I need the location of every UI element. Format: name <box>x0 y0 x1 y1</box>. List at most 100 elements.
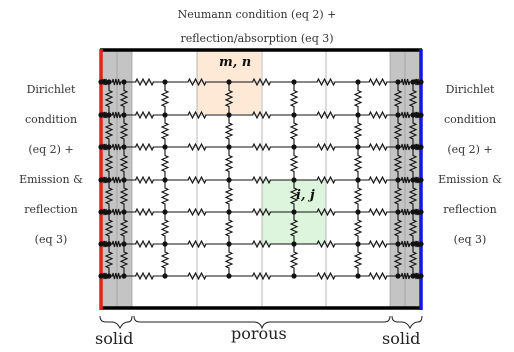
top-label-line1: Neumann condition (eq 2) + <box>177 8 337 21</box>
node <box>291 273 297 279</box>
spring-horizontal <box>165 142 229 152</box>
node <box>410 112 416 118</box>
node <box>355 79 361 85</box>
spring-horizontal <box>358 142 398 152</box>
node <box>162 273 168 279</box>
node <box>291 209 297 215</box>
spring-horizontal <box>294 77 358 87</box>
node <box>418 79 424 85</box>
spring-vertical <box>104 180 114 212</box>
node <box>410 79 416 85</box>
spring-vertical <box>104 244 114 276</box>
left-label-line: Dirichlet <box>26 83 76 96</box>
node <box>121 177 127 183</box>
spring-horizontal <box>124 239 165 249</box>
solid-label-left: solid <box>95 329 134 348</box>
node <box>410 177 416 183</box>
node <box>106 273 112 279</box>
spring-horizontal <box>165 77 229 87</box>
spring-horizontal <box>398 111 413 119</box>
spring-vertical <box>353 82 363 115</box>
node <box>121 112 127 118</box>
spring-vertical <box>104 82 114 115</box>
left-label-line: Emission & <box>19 173 83 186</box>
spring-vertical <box>119 82 129 115</box>
node <box>106 241 112 247</box>
node <box>410 209 416 215</box>
resistor-network <box>101 77 421 281</box>
spring-horizontal <box>398 78 413 86</box>
spring-vertical <box>289 212 299 244</box>
node <box>106 209 112 215</box>
spring-horizontal <box>358 271 398 281</box>
spring-horizontal <box>124 77 165 87</box>
spring-vertical <box>353 115 363 147</box>
spring-vertical <box>160 180 170 212</box>
node <box>121 273 127 279</box>
spring-vertical <box>160 212 170 244</box>
spring-vertical <box>224 244 234 276</box>
porous-brace <box>133 315 391 330</box>
spring-vertical <box>408 244 418 276</box>
spring-horizontal <box>294 239 358 249</box>
node <box>395 241 401 247</box>
node <box>121 144 127 150</box>
solid-brace-right <box>391 315 423 330</box>
spring-horizontal <box>124 207 165 217</box>
node <box>418 209 424 215</box>
spring-vertical <box>353 180 363 212</box>
spring-horizontal <box>165 110 229 120</box>
node <box>418 177 424 183</box>
spring-horizontal <box>124 110 165 120</box>
spring-vertical <box>224 180 234 212</box>
spring-horizontal <box>294 271 358 281</box>
node <box>418 112 424 118</box>
node <box>418 273 424 279</box>
inner-cell-label: i, j <box>296 188 315 203</box>
spring-horizontal <box>229 77 294 87</box>
solid-label-right: solid <box>382 329 421 348</box>
node <box>106 177 112 183</box>
spring-vertical <box>353 244 363 276</box>
spring-horizontal <box>398 143 413 151</box>
spring-horizontal <box>229 142 294 152</box>
right-label-line: (eq 2) + <box>447 143 493 156</box>
node <box>162 241 168 247</box>
node <box>355 112 361 118</box>
spring-vertical <box>119 180 129 212</box>
spring-horizontal <box>358 207 398 217</box>
spring-vertical <box>393 244 403 276</box>
left-label-line: (eq 2) + <box>28 143 74 156</box>
spring-vertical <box>408 212 418 244</box>
spring-horizontal <box>358 77 398 87</box>
node <box>291 79 297 85</box>
node <box>162 112 168 118</box>
node <box>226 241 232 247</box>
node <box>106 112 112 118</box>
node <box>291 112 297 118</box>
left-label-line: reflection <box>24 203 78 216</box>
node <box>162 177 168 183</box>
left-label-line: (eq 3) <box>34 233 68 246</box>
node <box>355 209 361 215</box>
spring-vertical <box>224 212 234 244</box>
solid-brace-left <box>99 315 133 330</box>
node <box>410 273 416 279</box>
node <box>226 177 232 183</box>
spring-horizontal <box>358 110 398 120</box>
right-label-line: reflection <box>443 203 497 216</box>
spring-horizontal <box>294 142 358 152</box>
spring-horizontal <box>124 142 165 152</box>
spring-vertical <box>104 212 114 244</box>
spring-horizontal <box>109 111 124 119</box>
spring-vertical <box>289 180 299 212</box>
left-label-line: condition <box>24 113 78 126</box>
node <box>410 241 416 247</box>
top-cell-label: m, n <box>219 55 252 70</box>
spring-vertical <box>393 82 403 115</box>
right-label-line: Emission & <box>438 173 502 186</box>
node <box>121 241 127 247</box>
spring-vertical <box>119 147 129 180</box>
porous-label: porous <box>231 324 287 343</box>
